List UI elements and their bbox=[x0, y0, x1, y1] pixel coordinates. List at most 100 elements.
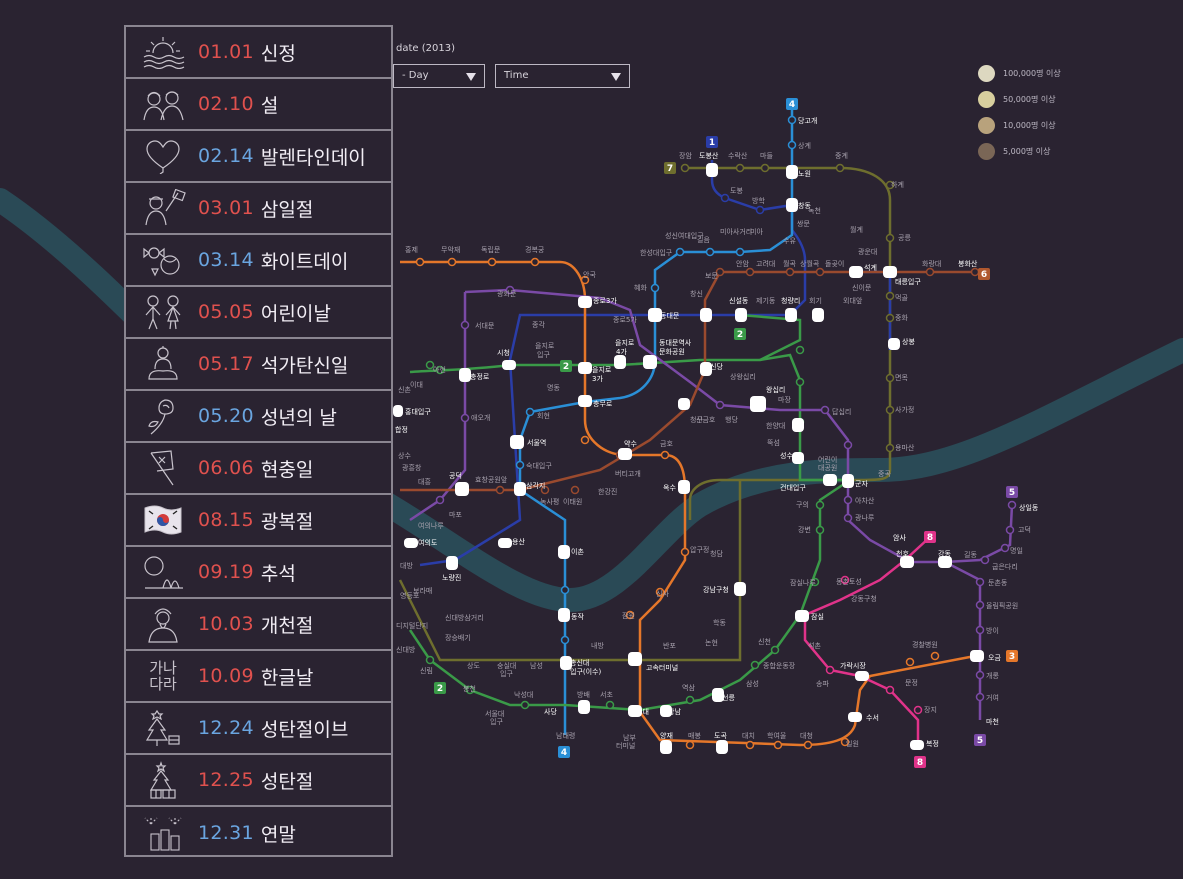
svg-text:삼각지: 삼각지 bbox=[526, 481, 545, 490]
svg-text:석촌: 석촌 bbox=[808, 641, 821, 650]
svg-text:7: 7 bbox=[667, 164, 673, 174]
svg-text:숙대입구: 숙대입구 bbox=[526, 462, 552, 470]
svg-text:내방: 내방 bbox=[591, 641, 604, 650]
svg-text:신이문: 신이문 bbox=[852, 283, 872, 292]
rose-icon bbox=[136, 394, 190, 438]
holiday-item-seollal[interactable]: 02.10 설 bbox=[126, 79, 391, 131]
day-dropdown[interactable]: - Day bbox=[393, 64, 485, 88]
svg-text:시청: 시청 bbox=[497, 349, 510, 357]
svg-text:성수: 성수 bbox=[780, 451, 793, 460]
svg-text:석계: 석계 bbox=[864, 263, 877, 272]
svg-text:4: 4 bbox=[789, 100, 795, 110]
svg-text:서대문: 서대문 bbox=[475, 321, 495, 330]
candy-icon bbox=[136, 238, 190, 282]
svg-text:구의: 구의 bbox=[796, 500, 809, 509]
legend-item: 5,000명 이상 bbox=[978, 138, 1061, 164]
svg-text:학여울: 학여울 bbox=[767, 731, 787, 740]
holiday-name: 개천절 bbox=[260, 614, 314, 637]
svg-text:장승배기: 장승배기 bbox=[445, 633, 471, 642]
holiday-date: 08.15 bbox=[198, 509, 254, 531]
svg-text:논현: 논현 bbox=[705, 639, 718, 647]
svg-text:한성대입구: 한성대입구 bbox=[640, 248, 673, 257]
svg-text:신천: 신천 bbox=[758, 637, 771, 646]
svg-text:면목: 면목 bbox=[895, 373, 908, 382]
holiday-item-year-end[interactable]: 12.31 연말 bbox=[126, 807, 391, 859]
svg-text:가락시장: 가락시장 bbox=[840, 661, 866, 670]
svg-text:5: 5 bbox=[1009, 488, 1015, 498]
holiday-item-chuseok[interactable]: 09.19 추석 bbox=[126, 547, 391, 599]
holiday-item-valentines[interactable]: 02.14 발렌타인데이 bbox=[126, 131, 391, 183]
svg-text:상수: 상수 bbox=[398, 451, 411, 460]
svg-text:중화: 중화 bbox=[895, 314, 908, 322]
svg-text:학동: 학동 bbox=[713, 618, 726, 627]
svg-text:사가정: 사가정 bbox=[895, 405, 914, 414]
holiday-date: 05.20 bbox=[198, 405, 254, 427]
holiday-date: 09.19 bbox=[198, 561, 254, 583]
svg-text:고속터미널: 고속터미널 bbox=[646, 663, 678, 672]
holiday-item-samiljeol[interactable]: 03.01 삼일절 bbox=[126, 183, 391, 235]
holiday-name: 광복절 bbox=[260, 510, 314, 533]
svg-text:낙성대: 낙성대 bbox=[514, 690, 533, 699]
holiday-name: 발렌타인데이 bbox=[260, 146, 366, 169]
time-dropdown[interactable]: Time bbox=[495, 64, 630, 88]
svg-text:3가: 3가 bbox=[592, 374, 603, 383]
flag-wave-icon bbox=[136, 186, 190, 230]
heart-icon bbox=[136, 134, 190, 178]
holiday-list: 01.01 신정 02.10 설 02.14 발렌타인데이 bbox=[124, 25, 393, 857]
svg-text:선릉: 선릉 bbox=[722, 693, 735, 702]
holiday-item-christmas-eve[interactable]: 12.24 성탄절이브 bbox=[126, 703, 391, 755]
line-7 bbox=[685, 166, 892, 520]
holiday-item-national-foundation-day[interactable]: 10.03 개천절 bbox=[126, 599, 391, 651]
transfer-markers bbox=[393, 163, 984, 754]
svg-text:경복궁: 경복궁 bbox=[525, 245, 545, 254]
svg-text:고덕: 고덕 bbox=[1018, 525, 1031, 534]
holiday-item-buddhas-birthday[interactable]: 05.17 석가탄신일 bbox=[126, 339, 391, 391]
svg-text:장암: 장암 bbox=[679, 151, 692, 160]
holiday-item-white-day[interactable]: 03.14 화이트데이 bbox=[126, 235, 391, 287]
svg-text:홍대입구: 홍대입구 bbox=[405, 407, 431, 416]
line-badges: 1 2 2 2 3 4 4 5 5 6 7 8 8 bbox=[434, 98, 1018, 768]
holiday-date: 12.25 bbox=[198, 769, 254, 791]
svg-text:녹천: 녹천 bbox=[808, 206, 821, 215]
holiday-item-coming-of-age-day[interactable]: 05.20 성년의 날 bbox=[126, 391, 391, 443]
line-6b bbox=[400, 271, 722, 492]
ridership-legend: 100,000명 이상 50,000명 이상 10,000명 이상 5,000명… bbox=[978, 60, 1061, 164]
svg-text:동작: 동작 bbox=[571, 612, 584, 621]
holiday-item-liberation-day[interactable]: 08.15 광복절 bbox=[126, 495, 391, 547]
svg-text:도곡: 도곡 bbox=[714, 732, 727, 740]
chevron-down-icon bbox=[611, 73, 621, 81]
svg-text:서울역: 서울역 bbox=[527, 438, 546, 447]
svg-text:명일: 명일 bbox=[1010, 546, 1023, 555]
holiday-date: 02.14 bbox=[198, 145, 254, 167]
dangun-icon bbox=[136, 602, 190, 646]
svg-text:건대입구: 건대입구 bbox=[780, 483, 806, 492]
holiday-item-christmas[interactable]: 12.25 성탄절 bbox=[126, 755, 391, 807]
holiday-name: 석가탄신일 bbox=[260, 354, 349, 377]
holiday-date: 05.05 bbox=[198, 301, 254, 323]
svg-text:길동: 길동 bbox=[964, 551, 977, 559]
svg-text:마포: 마포 bbox=[449, 510, 462, 519]
svg-text:대흥: 대흥 bbox=[418, 477, 431, 486]
svg-text:회기: 회기 bbox=[809, 296, 822, 305]
svg-text:몽촌토성: 몽촌토성 bbox=[836, 577, 862, 586]
line-2b bbox=[739, 313, 802, 362]
svg-text:종합운동장: 종합운동장 bbox=[763, 661, 796, 670]
svg-text:올림픽공원: 올림픽공원 bbox=[986, 601, 1018, 610]
svg-text:남태령: 남태령 bbox=[556, 731, 575, 740]
svg-text:당고개: 당고개 bbox=[798, 116, 817, 125]
holiday-item-new-year[interactable]: 01.01 신정 bbox=[126, 27, 391, 79]
svg-text:무악재: 무악재 bbox=[441, 246, 460, 254]
svg-text:을지로: 을지로 bbox=[615, 338, 635, 347]
svg-text:먹골: 먹골 bbox=[895, 293, 908, 302]
holiday-item-memorial-day[interactable]: 06.06 현충일 bbox=[126, 443, 391, 495]
svg-text:매봉: 매봉 bbox=[688, 732, 701, 740]
holiday-name: 성탄절이브 bbox=[260, 718, 349, 741]
holiday-item-childrens-day[interactable]: 05.05 어린이날 bbox=[126, 287, 391, 339]
legend-item: 50,000명 이상 bbox=[978, 86, 1061, 112]
chevron-down-icon bbox=[466, 73, 476, 81]
svg-text:고려대: 고려대 bbox=[756, 259, 775, 268]
holiday-name: 어린이날 bbox=[260, 302, 331, 325]
